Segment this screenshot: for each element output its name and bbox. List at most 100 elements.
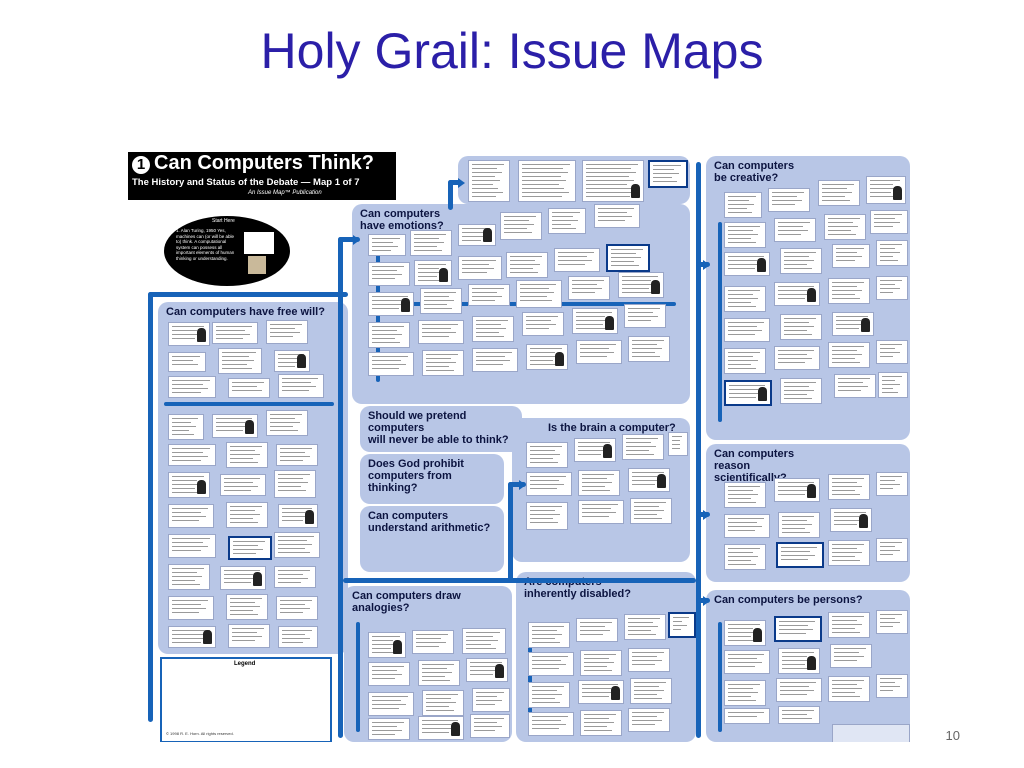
card-text-line — [424, 292, 456, 293]
card-text-line — [880, 244, 902, 245]
card-text-line — [632, 344, 657, 345]
card-text-line — [626, 442, 651, 443]
card-text-line — [233, 549, 263, 550]
argument-card — [580, 650, 622, 676]
argument-card — [828, 474, 870, 500]
card-text-line — [782, 652, 814, 653]
argument-card — [778, 648, 820, 674]
card-text-line — [222, 352, 256, 353]
card-text-line — [882, 384, 900, 385]
card-text-line — [462, 240, 481, 241]
card-text-line — [224, 578, 258, 579]
card-text-line — [278, 482, 308, 483]
card-text-line — [532, 668, 559, 669]
figure-icon — [197, 328, 206, 342]
card-text-line — [278, 362, 302, 363]
card-text-line — [422, 672, 452, 673]
card-text-line — [216, 418, 252, 419]
card-text-line — [778, 230, 808, 231]
card-text-line — [372, 266, 404, 267]
card-text-line — [882, 388, 893, 389]
figure-icon — [631, 184, 640, 198]
card-text-line — [784, 382, 816, 383]
card-text-line — [772, 204, 795, 205]
card-text-line — [728, 666, 755, 667]
card-text-line — [728, 290, 760, 291]
argument-card — [276, 444, 318, 466]
flow-arrow — [458, 178, 465, 188]
card-text-line — [880, 488, 893, 489]
card-text-line — [172, 568, 204, 569]
card-text-line — [728, 234, 758, 235]
card-text-line — [504, 216, 536, 217]
argument-card — [462, 628, 506, 654]
figure-icon — [893, 186, 902, 200]
card-text-line — [172, 604, 201, 605]
card-text-line — [416, 638, 441, 639]
card-text-line — [880, 260, 898, 261]
card-text-line — [422, 720, 458, 721]
card-text-line — [728, 260, 757, 261]
card-text-line — [530, 446, 562, 447]
card-text-line — [784, 318, 816, 319]
argument-card — [168, 322, 210, 346]
card-text-line — [558, 256, 587, 257]
card-text-line — [522, 172, 568, 173]
card-text-line — [462, 272, 487, 273]
card-text-line — [172, 484, 202, 485]
card-text-line — [880, 682, 895, 683]
argument-card — [168, 596, 214, 620]
card-text-line — [372, 326, 404, 327]
argument-card — [212, 414, 258, 438]
card-text-line — [416, 634, 448, 635]
card-text-line — [372, 368, 399, 369]
card-text-line — [834, 512, 866, 513]
card-text-line — [729, 389, 758, 390]
card-text-line — [414, 250, 442, 251]
card-text-line — [372, 242, 393, 243]
card-text-line — [672, 436, 682, 437]
card-text-line — [880, 678, 902, 679]
card-text-line — [424, 304, 447, 305]
card-text-line — [510, 260, 535, 261]
card-text-line — [426, 710, 454, 711]
argument-card — [226, 502, 268, 528]
card-text-line — [632, 660, 662, 661]
card-text-line — [172, 580, 195, 581]
flow-line — [338, 237, 343, 297]
card-text-line — [462, 228, 490, 229]
card-text-line — [832, 632, 860, 633]
card-text-line — [728, 490, 753, 491]
card-text-line — [372, 238, 400, 239]
card-text-line — [522, 192, 569, 193]
card-text-line — [282, 508, 312, 509]
card-text-line — [880, 622, 900, 623]
card-text-line — [532, 638, 555, 639]
card-text-line — [372, 334, 402, 335]
panel-creative-title: Can computers be creative? — [714, 160, 795, 184]
card-text-line — [628, 630, 651, 631]
card-text-line — [532, 694, 562, 695]
card-text-line — [472, 168, 497, 169]
argument-card — [528, 622, 570, 648]
card-text-line — [586, 196, 630, 197]
flow-line — [448, 180, 462, 185]
argument-card — [526, 344, 568, 370]
card-text-line — [472, 176, 495, 177]
card-text-line — [372, 674, 402, 675]
card-text-line — [586, 184, 627, 185]
card-text-line — [874, 214, 902, 215]
card-text-line — [832, 494, 860, 495]
legend-title: Legend — [234, 661, 256, 667]
card-text-line — [230, 522, 258, 523]
card-text-line — [728, 268, 755, 269]
card-text-line — [728, 494, 758, 495]
card-text-line — [372, 308, 399, 309]
argument-card — [266, 320, 308, 344]
card-text-line — [832, 680, 864, 681]
card-text-line — [466, 636, 493, 637]
card-text-line — [622, 288, 649, 289]
card-text-line — [472, 172, 502, 173]
flow-arrow — [703, 596, 710, 606]
card-text-line — [532, 634, 562, 635]
